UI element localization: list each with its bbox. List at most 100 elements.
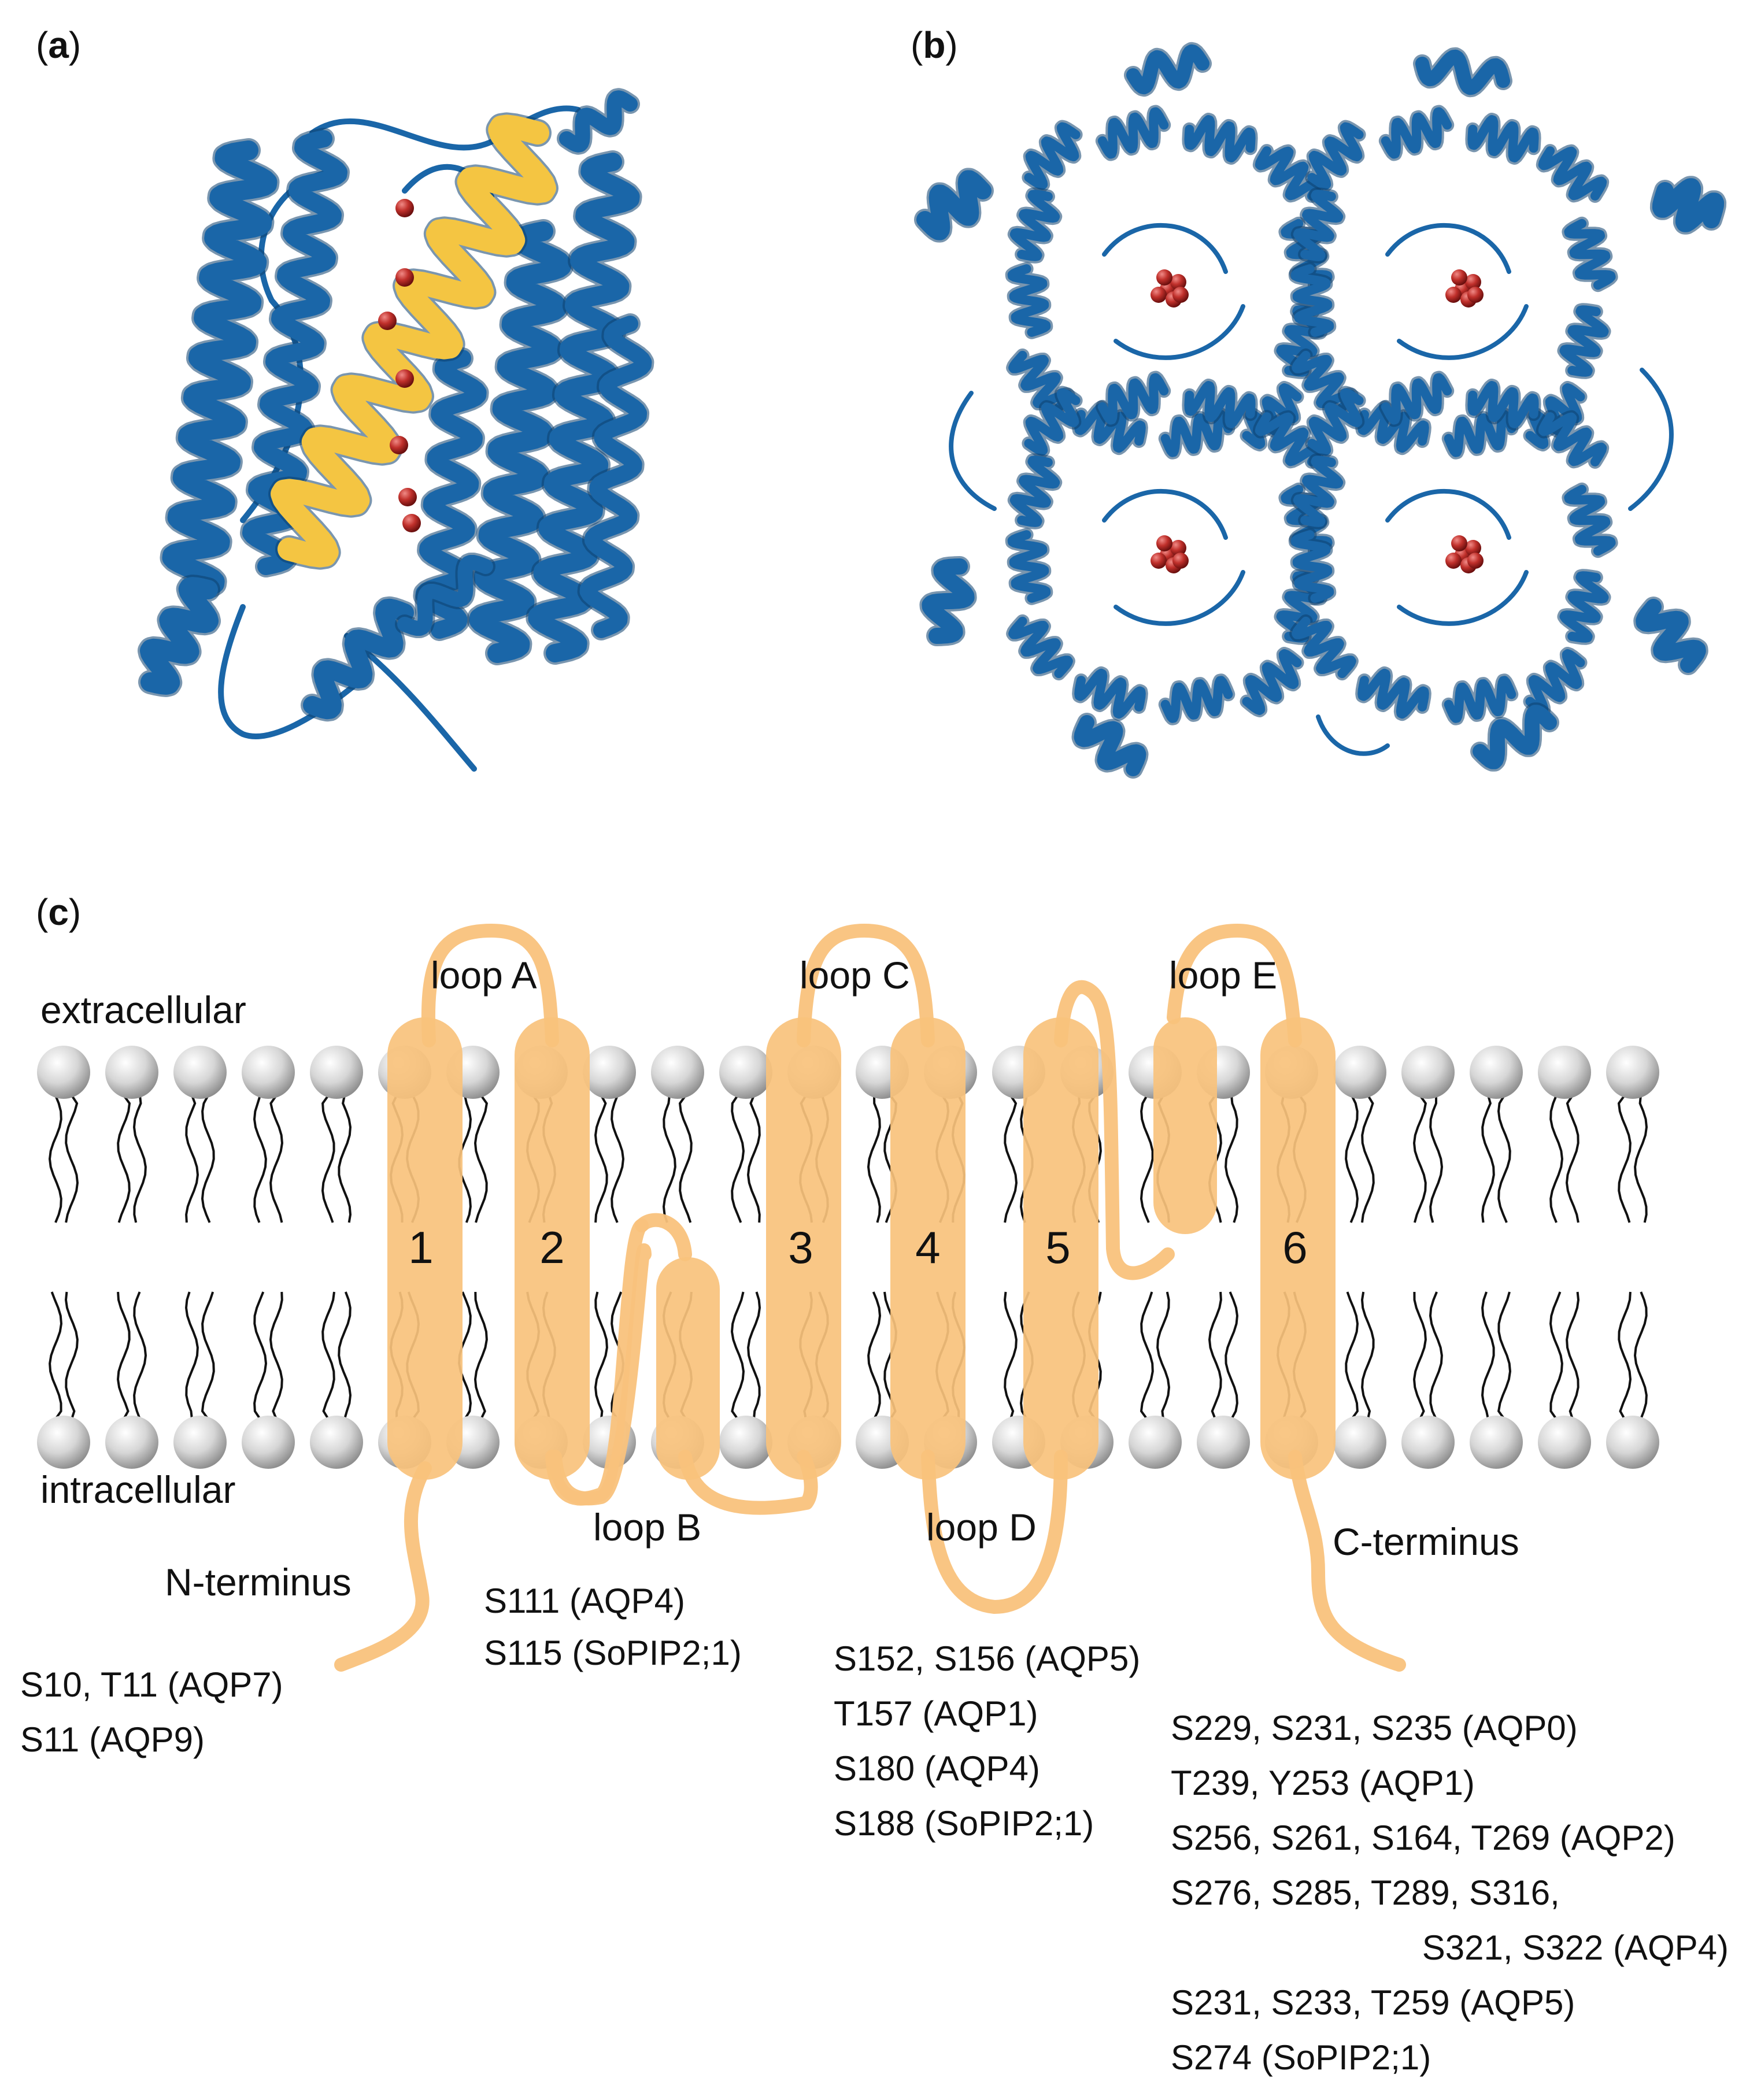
helix: [1009, 190, 1060, 261]
lipid-tail: [1566, 1291, 1580, 1420]
lipid-tail: [1429, 1095, 1444, 1223]
helix: [1255, 412, 1324, 466]
site-text: S152, S156 (AQP5): [834, 1639, 1140, 1678]
water-molecule: [1172, 287, 1189, 303]
helix: [1293, 190, 1344, 261]
site-text: S256, S261, S164, T269 (AQP2): [1171, 1818, 1675, 1857]
lipid-head: [1197, 1416, 1250, 1469]
site-text: S276, S285, T289, S316,: [1171, 1873, 1560, 1912]
helix: [1307, 388, 1364, 456]
lipid-head: [242, 1416, 295, 1469]
coil-loop: [1102, 223, 1228, 274]
helix-4-label: 4: [915, 1222, 940, 1273]
water-molecule: [1465, 540, 1481, 556]
lipid-tail: [611, 1095, 625, 1223]
coil-loop: [1397, 304, 1529, 360]
helix-2-label: 2: [539, 1222, 564, 1273]
lipid-tail: [731, 1094, 745, 1223]
water-molecule: [1445, 287, 1462, 303]
helix: [1564, 484, 1616, 556]
lipid-head: [583, 1046, 636, 1099]
lipid-tail: [1208, 1291, 1222, 1420]
helix: [1097, 373, 1169, 425]
helix: [162, 140, 278, 599]
lipid-head: [1333, 1416, 1386, 1469]
loop-b-label: loop B: [593, 1506, 701, 1549]
coil-loop: [949, 391, 997, 511]
site-text: S111 (AQP4): [484, 1582, 685, 1620]
tetramer-subunit: [1288, 371, 1618, 725]
helix-3: [766, 1017, 841, 1480]
site-text: S11 (AQP9): [20, 1720, 205, 1759]
water-molecule: [1467, 553, 1484, 569]
helix: [1242, 649, 1302, 715]
aquaporin-tetramer-structure: [914, 42, 1727, 779]
site-text: S10, T11 (AQP7): [20, 1665, 283, 1704]
lipid-tail: [746, 1095, 761, 1223]
lipid-tails: [48, 1094, 1648, 1420]
helix-6-label: 6: [1282, 1222, 1307, 1273]
lipid-tail: [594, 1095, 608, 1223]
helix: [1307, 122, 1364, 190]
lipid-tail: [64, 1291, 79, 1420]
lipid-tail: [48, 1095, 62, 1223]
lipid-tail: [730, 1291, 745, 1420]
water-molecule: [395, 199, 414, 217]
lipid-tail: [662, 1095, 676, 1223]
helix: [1255, 146, 1324, 201]
water-molecule: [1465, 274, 1481, 290]
helix: [1636, 599, 1706, 673]
lipid-tail: [1497, 1094, 1511, 1223]
extracellular-label: extracellular: [40, 988, 246, 1031]
water-molecule: [1170, 540, 1186, 556]
water-molecule: [1156, 269, 1172, 286]
helix: [1292, 350, 1356, 413]
helix: [1007, 264, 1051, 337]
lipid-head: [1333, 1046, 1386, 1099]
helix: [1008, 616, 1073, 679]
lipid-tail: [1345, 1095, 1359, 1223]
panel-label-c: (c): [36, 891, 81, 933]
intracellular-label: intracellular: [40, 1468, 235, 1511]
loop-c: [797, 924, 935, 1047]
helix: [1564, 218, 1616, 290]
lipid-tail: [1412, 1291, 1427, 1420]
c-terminus-sites: S229, S231, S235 (AQP0) T239, Y253 (AQP1…: [1171, 1709, 1729, 2077]
helix-2: [515, 1017, 590, 1480]
lipid-tail: [201, 1291, 215, 1420]
helix-5: [1023, 1017, 1098, 1480]
helix: [140, 577, 219, 695]
c-terminus-strand: [1288, 1450, 1406, 1672]
lipid-tail: [132, 1095, 147, 1223]
helix: [1444, 676, 1516, 723]
helix: [1008, 350, 1073, 413]
lipid-tail: [1617, 1094, 1632, 1223]
site-text: S231, S233, T259 (AQP5): [1171, 1983, 1575, 2022]
helix: [1357, 668, 1429, 719]
helix: [1160, 410, 1233, 457]
site-text: T239, Y253 (AQP1): [1171, 1764, 1475, 1802]
coil-loop: [1397, 570, 1529, 626]
lipid-head: [1129, 1416, 1182, 1469]
helix: [1126, 44, 1209, 95]
lipid-head: [173, 1046, 227, 1099]
water-molecule: [378, 312, 397, 330]
helix: [1357, 402, 1429, 453]
lipid-tail: [1361, 1094, 1375, 1223]
lipid-tail: [184, 1291, 199, 1420]
coil-loop: [1114, 304, 1245, 360]
n-terminus-strand: [334, 1461, 432, 1672]
lipid-head: [310, 1416, 363, 1469]
lipid-tail: [321, 1291, 335, 1420]
half-helix-b: [656, 1257, 720, 1480]
lipid-tail: [474, 1094, 489, 1223]
coil-loop: [309, 105, 581, 151]
lipid-tail: [338, 1095, 352, 1223]
lipid-tail: [1360, 1291, 1375, 1420]
loop-e-in: [1054, 980, 1175, 1280]
water-molecule: [402, 514, 421, 532]
loop-c-label: loop C: [800, 954, 910, 997]
helix: [1160, 676, 1233, 723]
lipid-tail: [1549, 1291, 1563, 1420]
